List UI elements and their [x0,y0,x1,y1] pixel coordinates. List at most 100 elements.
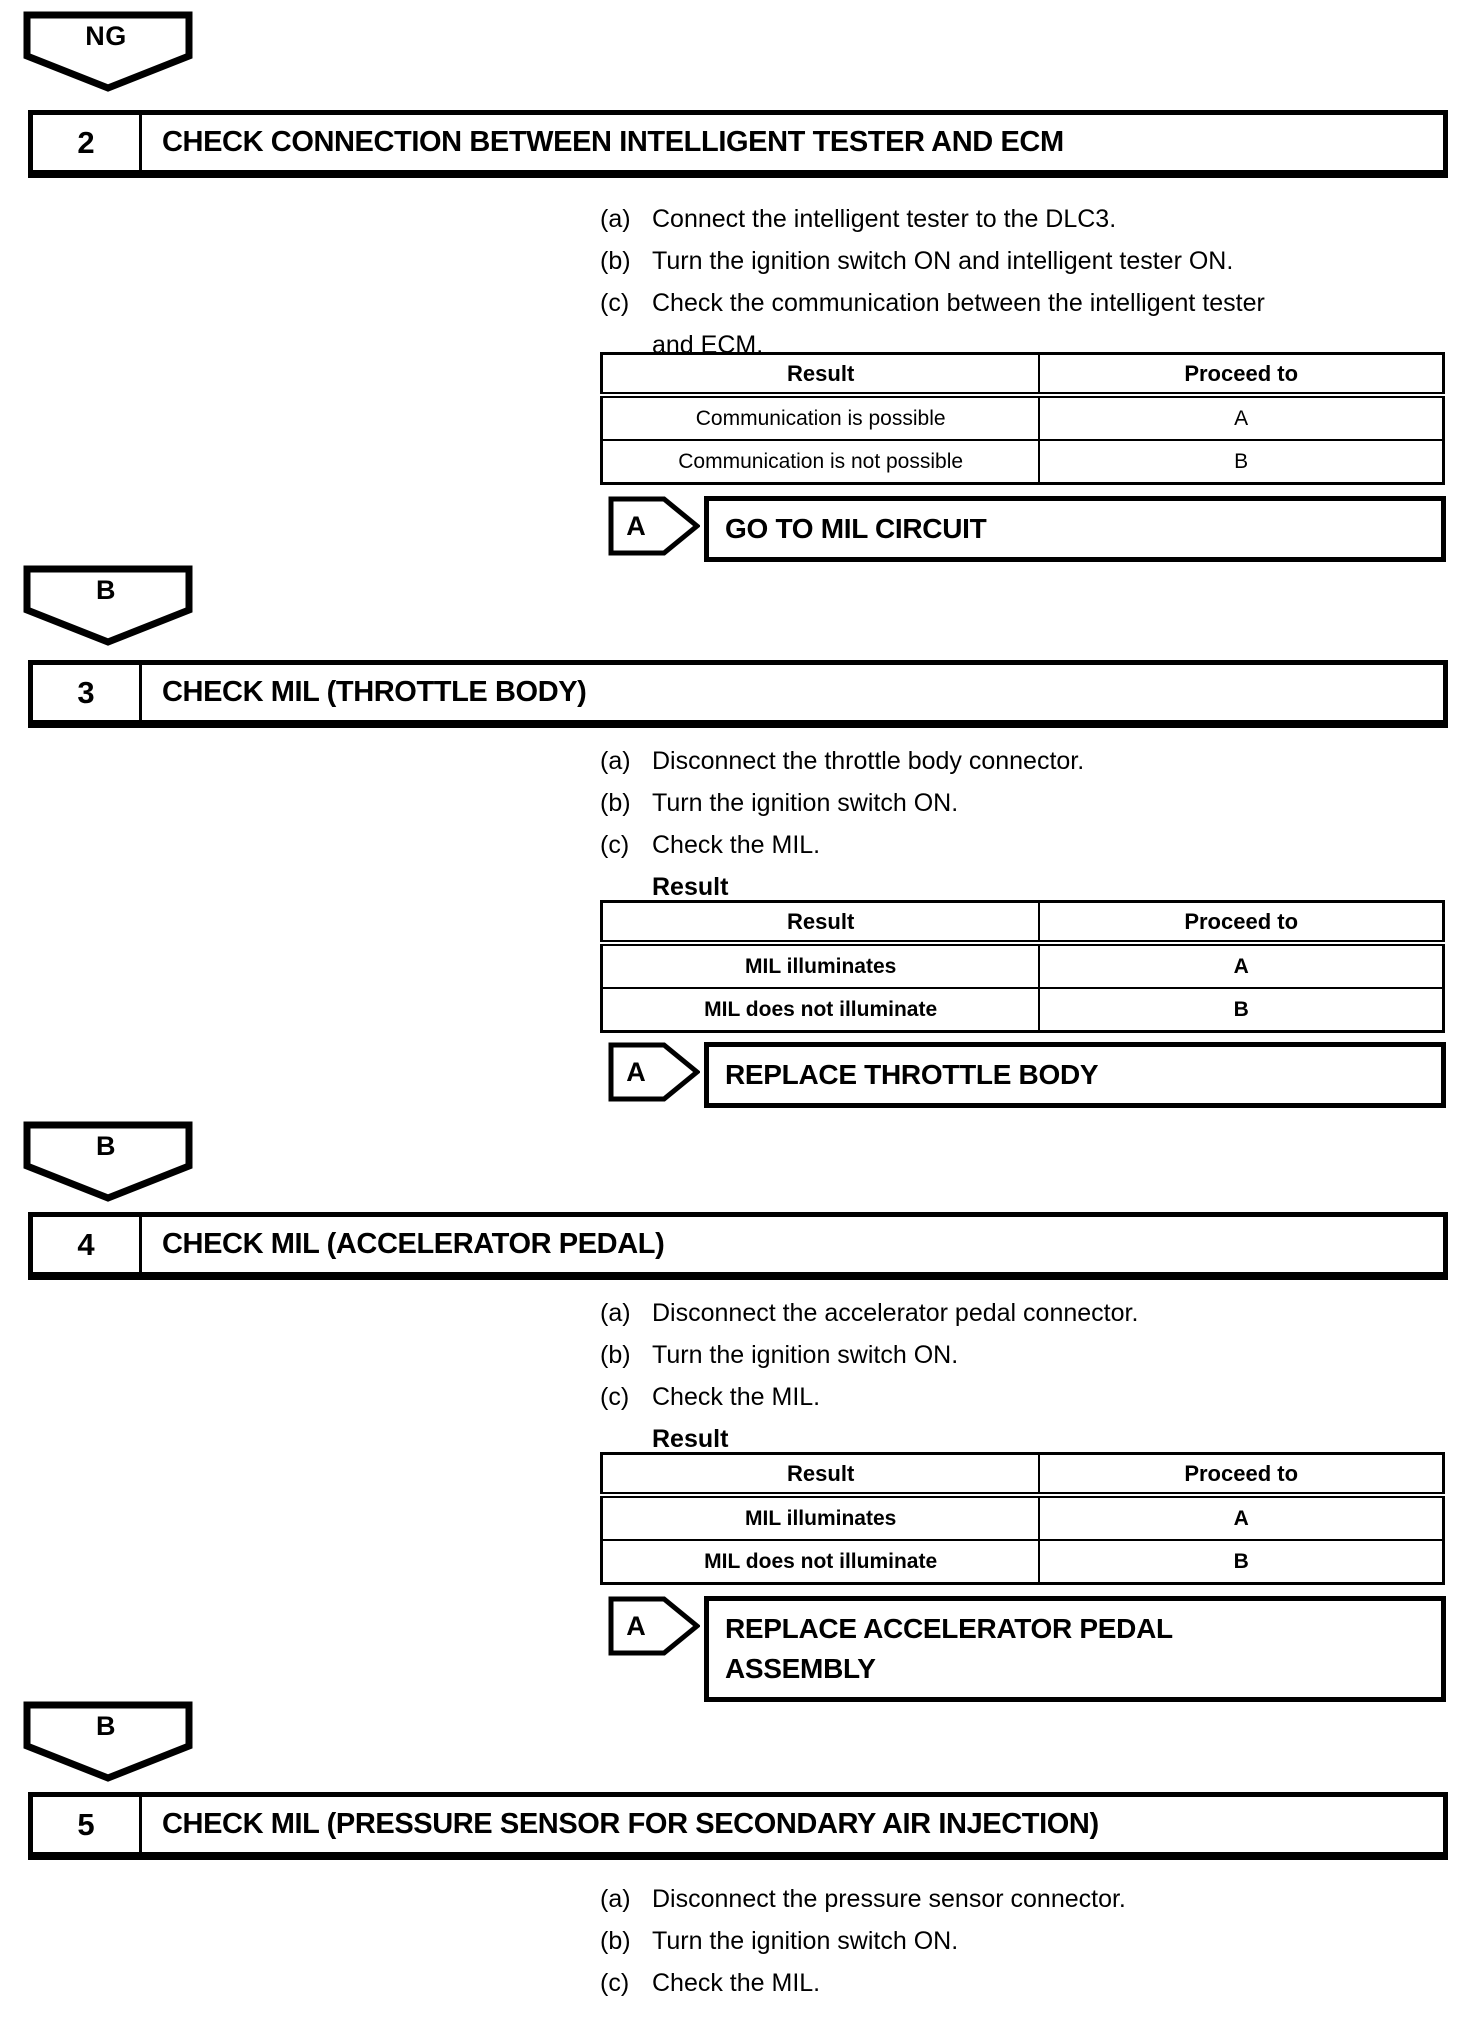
instruction-row: (a) Disconnect the pressure sensor conne… [600,1878,1460,1920]
table-cell-proceed: A [1038,394,1445,441]
action-row: A REPLACE THROTTLE BODY [608,1042,1446,1108]
action-arrow-label: A [626,511,646,541]
arrow-right-icon [608,1042,700,1102]
instruction-list: (a) Disconnect the pressure sensor conne… [600,1878,1460,2004]
instruction-row: (c) Check the MIL. [600,824,1460,866]
pentagon-down-icon [23,1121,193,1202]
instruction-text: Turn the ignition switch ON. [652,1927,959,1955]
action-text: GO TO MIL CIRCUIT [725,513,987,544]
connector-a-arrow: A [608,496,700,556]
table-cell-result: Communication is possible [600,394,1041,441]
result-table: Result Proceed to MIL illuminates A MIL … [600,900,1445,1033]
table-cell-proceed: B [1038,1539,1445,1585]
instruction-row: (a) Connect the intelligent tester to th… [600,198,1460,240]
instruction-row: (c) Check the MIL. [600,1376,1460,1418]
table-row: MIL illuminates A [600,1494,1445,1541]
connector-label: B [96,1131,116,1161]
instruction-label: (b) [600,1341,631,1369]
table-cell-result: MIL illuminates [600,1494,1041,1541]
pentagon-down-icon [23,11,193,92]
table-cell-result: MIL does not illuminate [600,987,1041,1033]
instruction-label: (c) [600,289,630,317]
connector-label: B [96,575,116,605]
pentagon-down-icon [23,1701,193,1782]
step-number: 3 [33,665,142,720]
table-row: MIL does not illuminate B [600,987,1445,1033]
instruction-label: (c) [600,1969,630,1997]
action-text: REPLACE THROTTLE BODY [725,1059,1099,1090]
instruction-list: (a) Disconnect the throttle body connect… [600,740,1460,908]
instruction-row: (a) Disconnect the throttle body connect… [600,740,1460,782]
instruction-list: (a) Disconnect the accelerator pedal con… [600,1292,1460,1460]
action-arrow-label: A [626,1611,646,1641]
connector-label: NG [85,21,127,51]
step-header-4: 4 CHECK MIL (ACCELERATOR PEDAL) [28,1212,1448,1280]
table-header-row: Result Proceed to [600,900,1445,946]
instruction-row: (b) Turn the ignition switch ON. [600,1334,1460,1376]
instruction-label: (b) [600,789,631,817]
column-header-result: Result [600,1452,1041,1498]
action-arrow-label: A [626,1057,646,1087]
result-table: Result Proceed to MIL illuminates A MIL … [600,1452,1445,1585]
arrow-right-icon [608,496,700,556]
table-row: MIL does not illuminate B [600,1539,1445,1585]
connector-a-arrow: A [608,1596,700,1656]
action-box: REPLACE THROTTLE BODY [704,1042,1446,1108]
instruction-row: (b) Turn the ignition switch ON. [600,1920,1460,1962]
instruction-label: (a) [600,747,631,775]
instruction-row: (b) Turn the ignition switch ON. [600,782,1460,824]
action-text: REPLACE ACCELERATOR PEDAL ASSEMBLY [725,1613,1173,1684]
instruction-text: Check the MIL. [652,1969,821,1997]
table-cell-result: Communication is not possible [600,439,1041,485]
table-cell-proceed: A [1038,942,1445,989]
instruction-text: Disconnect the throttle body connector. [652,747,1085,775]
step-title: CHECK CONNECTION BETWEEN INTELLIGENT TES… [162,126,1064,158]
result-heading: Result [652,1425,729,1453]
step-number: 4 [33,1217,142,1272]
action-row: A REPLACE ACCELERATOR PEDAL ASSEMBLY [608,1596,1446,1702]
table-row: MIL illuminates A [600,942,1445,989]
instruction-label: (c) [600,831,630,859]
step-title: CHECK MIL (PRESSURE SENSOR FOR SECONDARY… [162,1808,1099,1840]
instruction-text: Disconnect the pressure sensor connector… [652,1885,1126,1913]
instruction-text: Check the MIL. [652,831,821,859]
table-cell-proceed: B [1038,987,1445,1033]
step-title: CHECK MIL (THROTTLE BODY) [162,676,587,708]
table-row: Communication is not possible B [600,439,1445,485]
column-header-result: Result [600,352,1041,398]
column-header-proceed-to: Proceed to [1038,900,1445,946]
table-header-row: Result Proceed to [600,352,1445,398]
result-table: Result Proceed to Communication is possi… [600,352,1445,485]
table-row: Communication is possible A [600,394,1445,441]
column-header-result: Result [600,900,1041,946]
table-cell-proceed: A [1038,1494,1445,1541]
connector-label: B [96,1711,116,1741]
instruction-text: Connect the intelligent tester to the DL… [652,205,1117,233]
instruction-row: (b) Turn the ignition switch ON and inte… [600,240,1460,282]
step-number: 5 [33,1797,142,1852]
flow-connector-b: B [22,1700,194,1784]
instruction-text: Disconnect the accelerator pedal connect… [652,1299,1139,1327]
action-box: GO TO MIL CIRCUIT [704,496,1446,562]
step-number: 2 [33,115,142,170]
instruction-text: Turn the ignition switch ON. [652,1341,959,1369]
step-header-2: 2 CHECK CONNECTION BETWEEN INTELLIGENT T… [28,110,1448,178]
table-cell-result: MIL does not illuminate [600,1539,1041,1585]
instruction-label: (a) [600,1299,631,1327]
table-cell-proceed: B [1038,439,1445,485]
flow-connector-b: B [22,1120,194,1204]
table-header-row: Result Proceed to [600,1452,1445,1498]
instruction-text: Turn the ignition switch ON. [652,789,959,817]
column-header-proceed-to: Proceed to [1038,352,1445,398]
instruction-row: (c) Check the communication between the … [600,282,1460,366]
instruction-text: Check the communication between the inte… [652,289,1265,359]
table-cell-result: MIL illuminates [600,942,1041,989]
flow-connector-ng: NG [22,10,194,94]
flow-connector-b: B [22,564,194,648]
instruction-row: (c) Check the MIL. [600,1962,1460,2004]
instruction-label: (c) [600,1383,630,1411]
instruction-label: (a) [600,1885,631,1913]
pentagon-down-icon [23,565,193,646]
arrow-right-icon [608,1596,700,1656]
instruction-list: (a) Connect the intelligent tester to th… [600,198,1460,366]
